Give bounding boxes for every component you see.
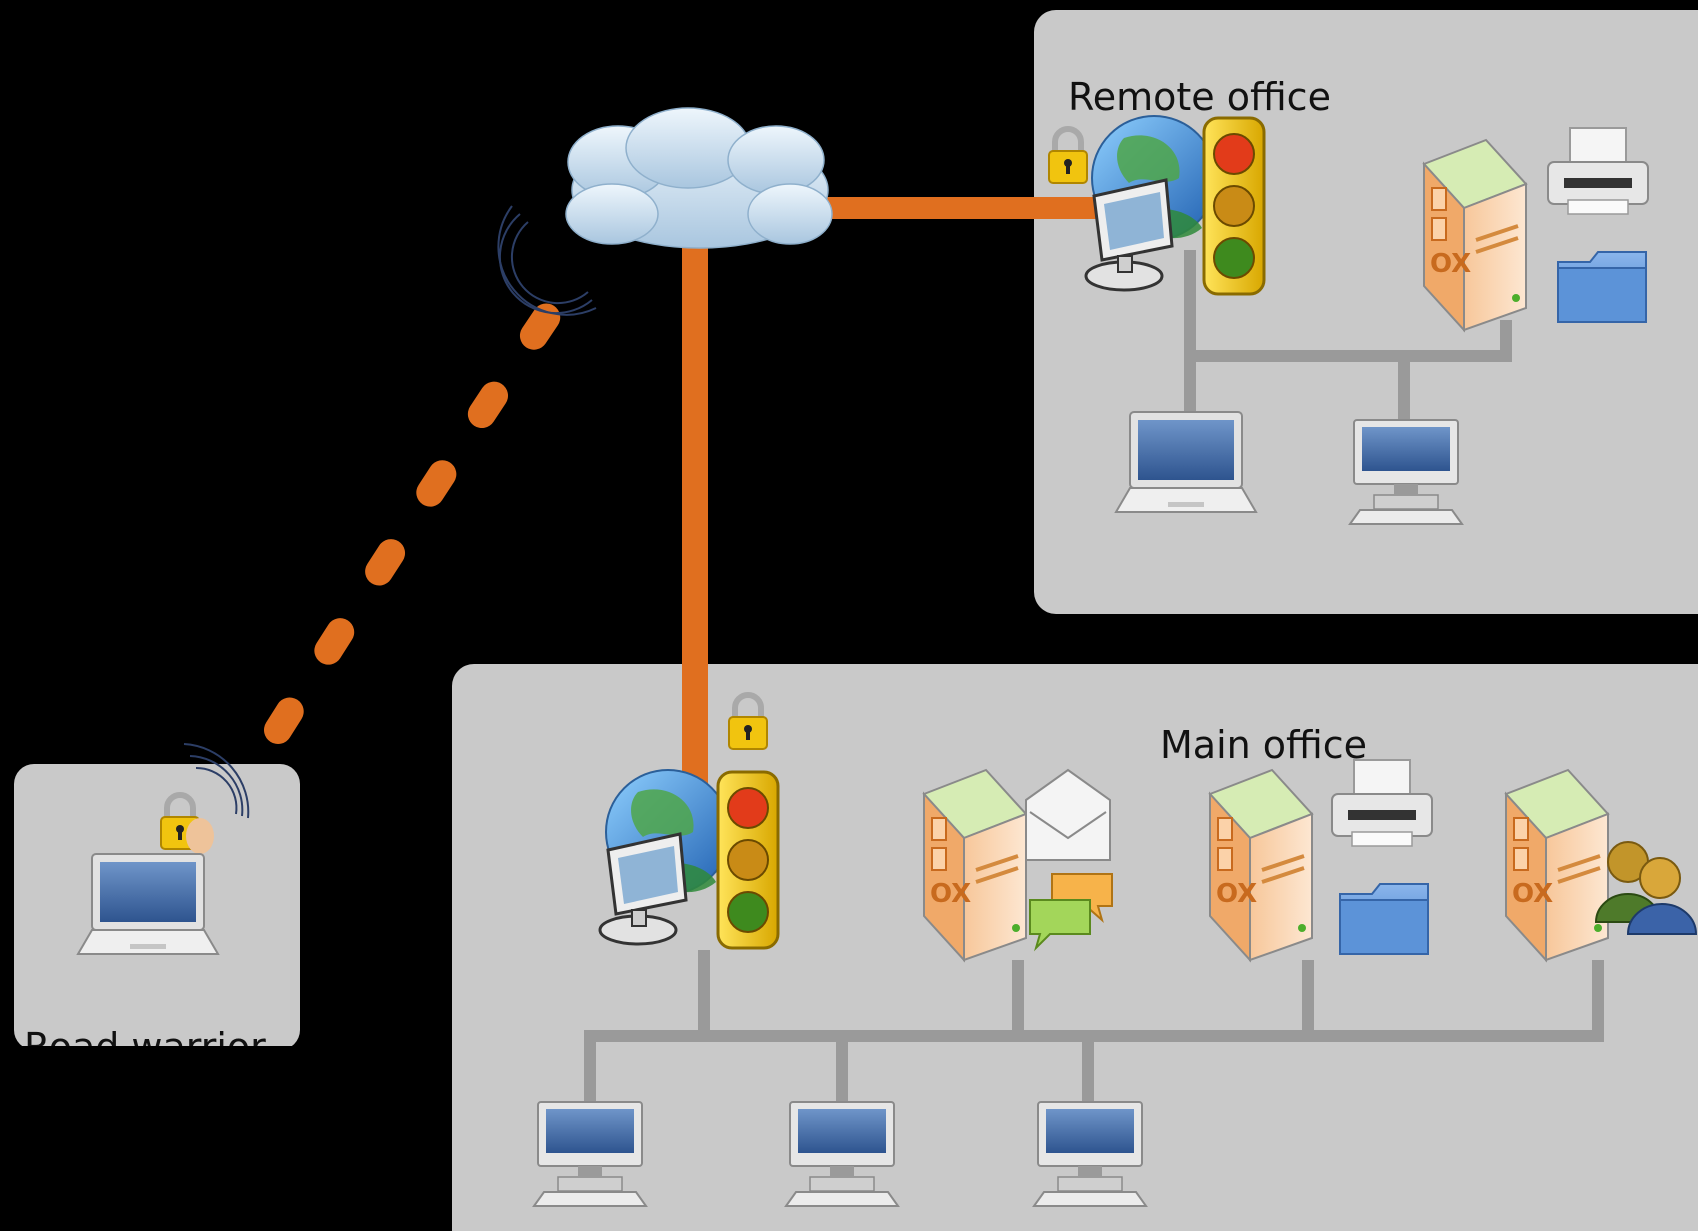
envelope-icon: [1025, 768, 1111, 861]
main-file-print-server-icon[interactable]: [1208, 768, 1314, 962]
wireless-signal-icon: [497, 205, 597, 316]
hand-icon: [186, 818, 214, 854]
folder-icon: [1557, 251, 1647, 323]
remote-server-icon[interactable]: [1422, 138, 1528, 332]
remote-laptop-icon[interactable]: [1115, 411, 1257, 513]
users-icon: [1594, 841, 1698, 935]
wireless-signal-icon: [183, 743, 250, 819]
main-lan-bus: [584, 950, 1604, 1106]
directory-server-icon[interactable]: [1504, 768, 1610, 962]
remote-lan-bus: [1184, 250, 1512, 426]
internet-cloud-icon: [565, 107, 833, 249]
mail-server-icon[interactable]: [922, 768, 1028, 962]
chat-bubbles-icon: [1029, 873, 1113, 952]
remote-office-label: Remote office: [1068, 75, 1331, 119]
main-office-label: Main office: [1160, 723, 1367, 767]
frame-edge: [0, 1046, 452, 1231]
road-laptop-icon[interactable]: [77, 853, 219, 955]
folder-icon: [1339, 883, 1429, 955]
